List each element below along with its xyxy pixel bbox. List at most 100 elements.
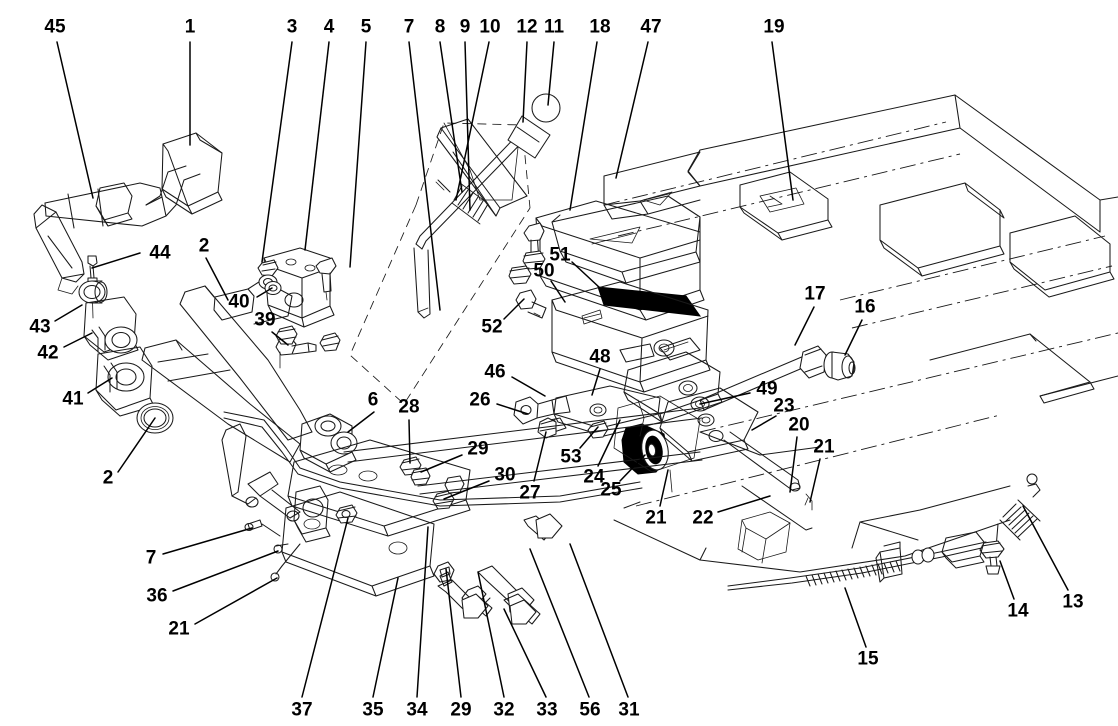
callout-label-16: 16 — [854, 296, 876, 318]
callout-label-3: 3 — [286, 16, 298, 38]
callout-label-30: 30 — [494, 464, 516, 486]
leader-line-34 — [416, 526, 429, 698]
leader-line-15 — [844, 587, 867, 648]
leader-line-18 — [569, 41, 598, 211]
callout-label-50: 50 — [533, 260, 555, 282]
callout-label-2: 2 — [102, 467, 114, 489]
leader-line-35 — [372, 577, 399, 698]
leader-line-48 — [591, 368, 601, 396]
leader-line-5 — [349, 41, 367, 268]
leader-line-16 — [844, 319, 863, 356]
callout-label-46: 46 — [484, 361, 506, 383]
leader-line-39 — [271, 331, 289, 346]
callout-label-5: 5 — [360, 16, 372, 38]
callout-label-15: 15 — [857, 648, 879, 670]
callout-label-34: 34 — [406, 699, 428, 721]
leader-line-52 — [503, 298, 525, 320]
callout-label-51: 51 — [549, 244, 571, 266]
leader-line-2 — [205, 257, 229, 301]
callout-label-9: 9 — [459, 16, 471, 38]
callout-label-44: 44 — [149, 242, 171, 264]
callout-label-21: 21 — [168, 618, 190, 640]
pedal-pad-assembly — [33, 132, 223, 295]
leader-line-22 — [717, 495, 771, 513]
leader-line-32 — [477, 571, 505, 698]
leader-line-56 — [529, 548, 590, 698]
callout-label-26: 26 — [469, 389, 491, 411]
leader-line-28 — [408, 419, 411, 464]
leader-line-27 — [533, 431, 547, 482]
deck-frame-assembly — [551, 94, 1118, 573]
callout-label-6: 6 — [367, 389, 379, 411]
leader-line-14 — [999, 560, 1015, 600]
callout-label-24: 24 — [583, 466, 605, 488]
leader-line-8 — [439, 41, 463, 193]
callout-label-32: 32 — [493, 699, 515, 721]
leader-line-17 — [794, 306, 815, 346]
leader-line-21 — [659, 469, 669, 507]
leader-line-6 — [347, 411, 375, 433]
shroud-tank — [535, 200, 711, 393]
callout-leader-lines — [54, 41, 1069, 698]
callout-label-41: 41 — [62, 388, 84, 410]
callout-label-47: 47 — [640, 16, 662, 38]
pedal-shaft-bushings — [78, 255, 255, 434]
leader-line-49 — [699, 392, 751, 405]
leader-line-21 — [194, 577, 278, 625]
bracket-hardware — [257, 247, 341, 369]
support-rod — [723, 431, 813, 531]
callout-label-21: 21 — [645, 507, 667, 529]
leader-line-30 — [443, 480, 490, 500]
leader-line-44 — [91, 252, 141, 269]
callout-label-8: 8 — [434, 16, 446, 38]
leader-line-45 — [56, 41, 94, 199]
callout-label-39: 39 — [254, 309, 276, 331]
leader-line-41 — [87, 377, 113, 394]
leader-line-7 — [408, 41, 441, 311]
leader-line-10 — [455, 41, 490, 201]
leader-line-11 — [547, 41, 555, 106]
leader-line-12 — [522, 41, 528, 123]
leader-line-31 — [569, 543, 629, 698]
callout-label-33: 33 — [536, 699, 558, 721]
leader-line-9 — [464, 41, 471, 211]
callout-label-36: 36 — [146, 585, 168, 607]
leader-line-19 — [771, 41, 794, 201]
leader-line-24 — [597, 419, 621, 467]
callout-label-18: 18 — [589, 16, 611, 38]
callout-label-52: 52 — [481, 316, 503, 338]
leader-line-3 — [261, 41, 293, 263]
rod-bushing-right — [699, 345, 856, 411]
callout-label-56: 56 — [579, 699, 601, 721]
roller-wheel — [613, 395, 701, 493]
leader-line-53 — [579, 426, 599, 449]
callout-label-4: 4 — [323, 16, 335, 38]
leader-line-43 — [54, 304, 83, 322]
callout-label-13: 13 — [1062, 591, 1084, 613]
leader-line-36 — [172, 550, 279, 592]
callout-label-25: 25 — [600, 479, 622, 501]
callout-label-40: 40 — [228, 291, 250, 313]
callout-label-10: 10 — [479, 16, 501, 38]
callout-label-17: 17 — [804, 283, 826, 305]
callout-label-48: 48 — [589, 346, 611, 368]
callout-label-1: 1 — [184, 16, 196, 38]
link-rod-assembly — [508, 222, 759, 462]
callout-label-43: 43 — [29, 316, 51, 338]
callout-label-20: 20 — [788, 414, 810, 436]
leader-line-46 — [511, 376, 546, 397]
leader-line-20 — [789, 436, 798, 493]
leader-line-40 — [256, 287, 273, 298]
leader-line-25 — [619, 454, 646, 482]
leader-line-23 — [751, 415, 777, 431]
leader-line-13 — [1022, 505, 1069, 591]
callout-label-22: 22 — [692, 507, 714, 529]
callout-label-27: 27 — [519, 482, 541, 504]
callout-label-29: 29 — [467, 438, 489, 460]
leader-line-2 — [117, 417, 156, 473]
leader-line-33 — [503, 608, 547, 698]
callout-label-12: 12 — [516, 16, 538, 38]
bottom-hardware — [335, 504, 563, 625]
